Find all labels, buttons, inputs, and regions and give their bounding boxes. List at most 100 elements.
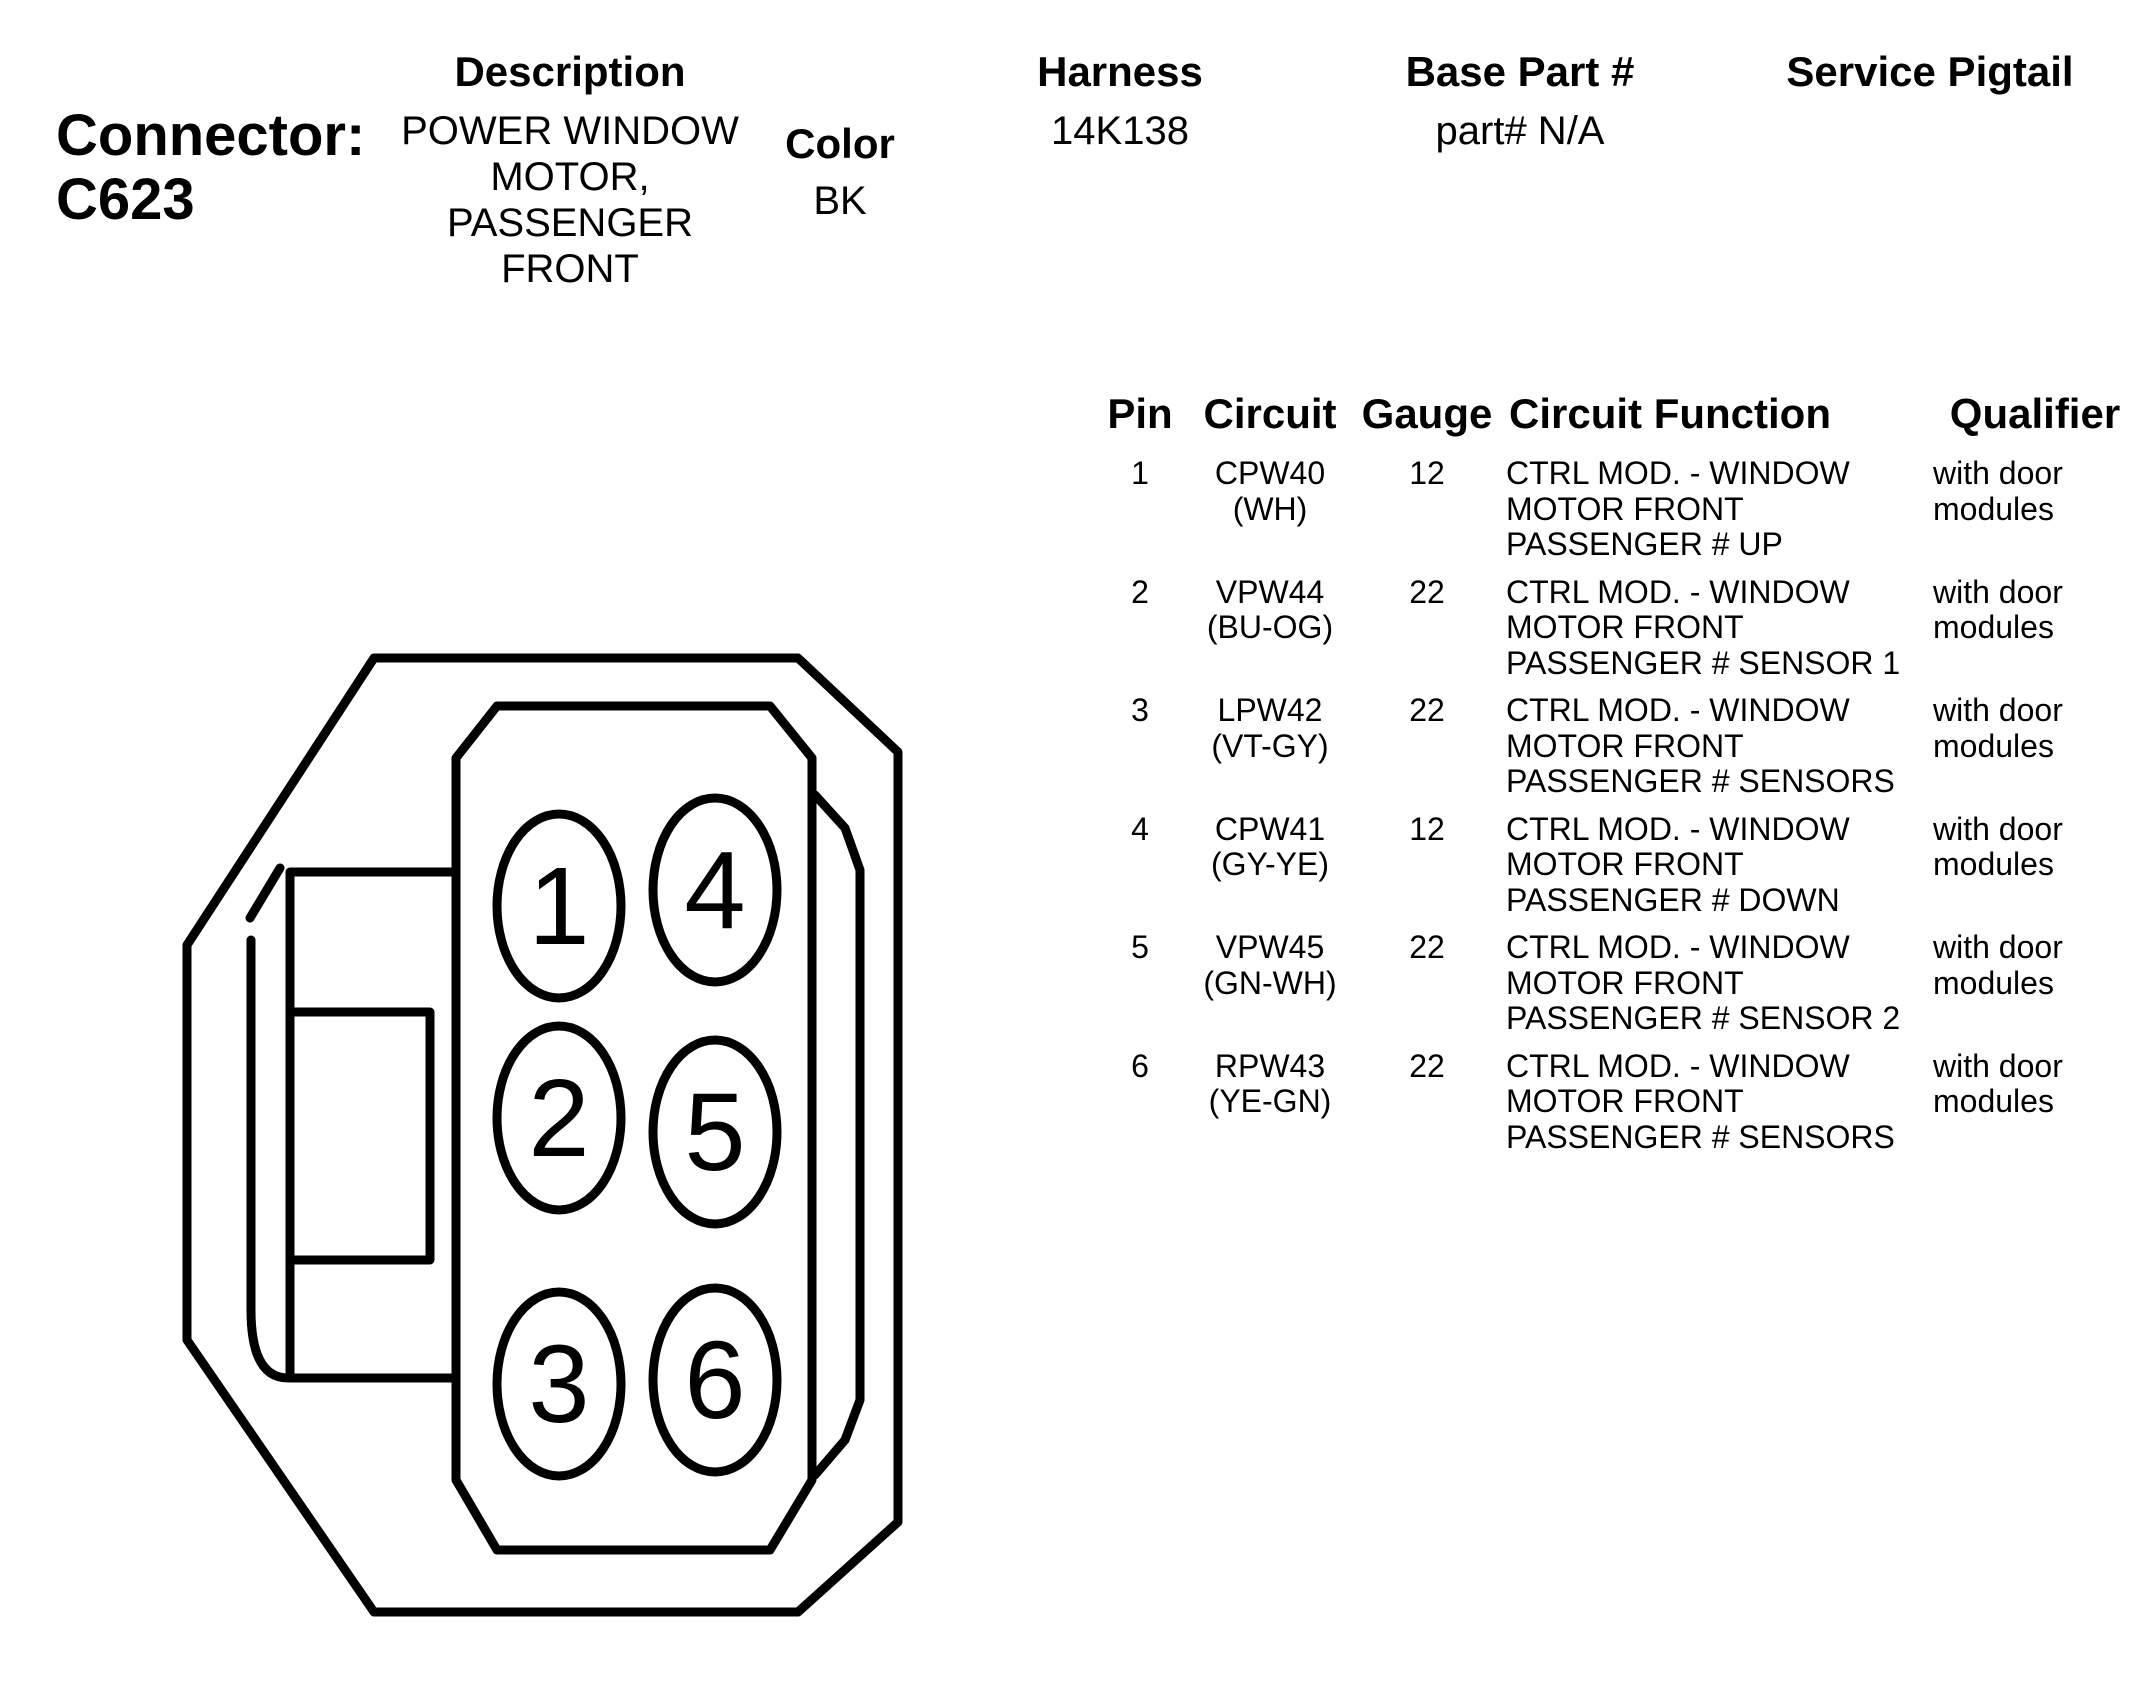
gauge-value: 12 (1409, 455, 1445, 491)
pin-number: 3 (1131, 692, 1149, 728)
circuit-column-header: Circuit (1203, 390, 1337, 437)
qualifier-line: modules (1933, 727, 2054, 764)
function-line: PASSENGER # SENSOR 1 (1506, 644, 1901, 681)
base-part-value: part# N/A (1435, 109, 1605, 153)
circuit-function: CTRL MOD. - WINDOW MOTOR FRONT PASSENGER… (1506, 810, 1946, 919)
qualifier-line: modules (1933, 846, 2054, 882)
function-line: MOTOR FRONT (1506, 490, 1744, 527)
connector-label: Connector: (56, 103, 366, 168)
qualifier-line: with door (1933, 692, 2063, 728)
qualifier-line: with door (1933, 929, 2063, 965)
table-row: 2 VPW44 (BU-OG) 22 CTRL MOD. - WINDOW MO… (1090, 573, 2133, 694)
function-line: CTRL MOD. - WINDOW (1506, 455, 1850, 491)
circuit-cell: VPW44 (BU-OG) (1206, 573, 1334, 646)
pin-6-circle (648, 1283, 782, 1477)
right-latch (810, 790, 865, 1480)
circuit-cell: LPW42 (VT-GY) (1211, 692, 1329, 764)
circuit-code: CPW40 (1214, 455, 1326, 491)
pin-column-header: Pin (1107, 390, 1173, 437)
function-line: PASSENGER # SENSORS (1506, 1118, 1895, 1155)
qualifier: with door modules (1933, 1047, 2133, 1120)
pin-number: 2 (1131, 573, 1149, 610)
harness-header: Harness (1037, 48, 1203, 95)
circuit-code: VPW44 (1215, 573, 1325, 610)
qualifier: with door modules (1933, 929, 2133, 1001)
function-line: CTRL MOD. - WINDOW (1506, 929, 1850, 965)
service-pigtail-header: Service Pigtail (1786, 48, 2074, 95)
qualifier-line: with door (1933, 1047, 2063, 1084)
pin-5-circle (648, 1035, 782, 1229)
function-line: CTRL MOD. - WINDOW (1506, 1047, 1850, 1084)
function-line: PASSENGER # DOWN (1506, 881, 1840, 918)
circuit-cell: CPW41 (GY-YE) (1211, 811, 1329, 883)
function-line: MOTOR FRONT (1506, 964, 1744, 1001)
pin-2-label: 2 (528, 1057, 589, 1180)
description-line: PASSENGER (447, 201, 693, 245)
pin-1-label: 1 (528, 845, 589, 968)
pin-2-circle (492, 1021, 626, 1215)
table-row: 4 CPW41 (GY-YE) 12 CTRL MOD. - WINDOW MO… (1090, 810, 2133, 931)
gauge-value: 22 (1409, 1047, 1445, 1084)
qualifier-line: modules (1933, 964, 2054, 1001)
description-line: POWER WINDOW (401, 109, 739, 153)
circuit-function: CTRL MOD. - WINDOW MOTOR FRONT PASSENGER… (1506, 929, 1946, 1037)
qualifier-line: with door (1933, 455, 2063, 491)
circuit-code: VPW45 (1215, 929, 1325, 965)
qualifier: with door modules (1933, 573, 2133, 646)
qualifier-line: modules (1933, 1083, 2054, 1119)
qualifier: with door modules (1933, 455, 2133, 527)
circuit-cell: RPW43 (YE-GN) (1208, 1047, 1332, 1120)
left-locking-tab (285, 867, 461, 1383)
pin-number: 6 (1131, 1047, 1149, 1084)
circuit-function: CTRL MOD. - WINDOW MOTOR FRONT PASSENGER… (1506, 573, 1946, 682)
qualifier: with door modules (1933, 810, 2133, 883)
pin-number: 1 (1131, 455, 1149, 491)
function-line: PASSENGER # SENSOR 2 (1506, 1000, 1901, 1036)
left-locking-tab-inner (285, 1007, 435, 1265)
qualifier-column-header: Qualifier (1949, 390, 2121, 437)
function-line: MOTOR FRONT (1506, 846, 1744, 882)
gauge-column-header: Gauge (1361, 390, 1493, 437)
circuit-function-column-header: Circuit Function (1509, 390, 1831, 437)
pin-1-circle (492, 809, 626, 1003)
function-line: MOTOR FRONT (1506, 727, 1744, 764)
color-value: BK (813, 179, 867, 223)
pin-number: 5 (1131, 929, 1149, 965)
pin-3-label: 3 (528, 1323, 589, 1446)
function-line: CTRL MOD. - WINDOW (1506, 810, 1850, 847)
qualifier-line: modules (1933, 609, 2054, 645)
wire-color: (BU-OG) (1206, 609, 1334, 645)
table-row: 6 RPW43 (YE-GN) 22 CTRL MOD. - WINDOW MO… (1090, 1047, 2133, 1168)
qualifier-line: with door (1933, 810, 2063, 847)
gauge-value: 22 (1409, 573, 1445, 610)
pin-cavity-outline (451, 701, 817, 1555)
circuit-code: RPW43 (1214, 1047, 1326, 1084)
pin-number: 4 (1131, 810, 1149, 847)
circuit-function: CTRL MOD. - WINDOW MOTOR FRONT PASSENGER… (1506, 692, 1946, 800)
wire-color: (YE-GN) (1208, 1083, 1332, 1119)
function-line: CTRL MOD. - WINDOW (1506, 573, 1850, 610)
qualifier-line: modules (1933, 490, 2054, 527)
wire-color: (WH) (1232, 490, 1308, 527)
table-row: 5 VPW45 (GN-WH) 22 CTRL MOD. - WINDOW MO… (1090, 929, 2133, 1049)
connector-title: Connector: C623 (56, 104, 365, 232)
table-row: 1 CPW40 (WH) 12 CTRL MOD. - WINDOW MOTOR… (1090, 455, 2133, 575)
harness-value: 14K138 (1051, 109, 1189, 153)
description-line: FRONT (501, 247, 639, 291)
connector-housing-outline (182, 653, 903, 1617)
pin-5-label: 5 (684, 1071, 745, 1194)
pin-table: Pin Circuit Gauge Circuit Function Quali… (1090, 390, 2130, 1167)
description-header: Description (454, 48, 686, 95)
circuit-function: CTRL MOD. - WINDOW MOTOR FRONT PASSENGER… (1506, 1047, 1946, 1156)
wire-color: (VT-GY) (1211, 727, 1329, 764)
pin-3-circle (492, 1287, 626, 1481)
connector-id: C623 (56, 167, 195, 232)
description-line: MOTOR, (490, 155, 650, 199)
function-line: CTRL MOD. - WINDOW (1506, 692, 1850, 728)
circuit-code: LPW42 (1217, 692, 1323, 728)
qualifier: with door modules (1933, 692, 2133, 764)
qualifier-line: with door (1933, 573, 2063, 610)
pin-4-circle (648, 793, 782, 987)
circuit-function: CTRL MOD. - WINDOW MOTOR FRONT PASSENGER… (1506, 455, 1946, 563)
